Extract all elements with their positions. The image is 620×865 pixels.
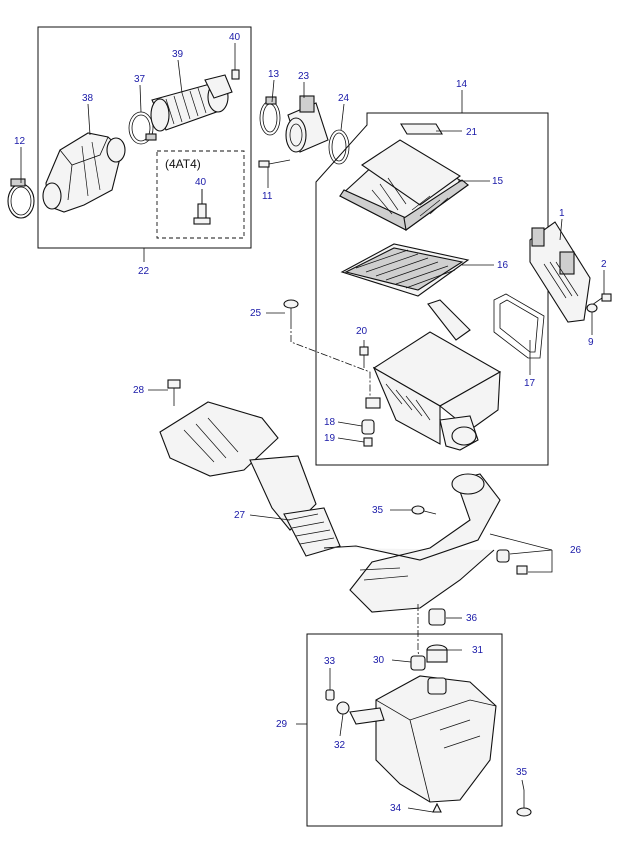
part-25-bolt	[283, 299, 299, 322]
part-27-intake-hose	[159, 401, 501, 613]
part-19-bolt	[363, 437, 373, 447]
part-26-grommet	[496, 549, 510, 563]
callout-14: 14	[456, 79, 468, 90]
part-1-ecu	[529, 221, 591, 323]
part-28-bolt	[167, 379, 181, 406]
callout-19: 19	[324, 433, 336, 444]
callout-2: 2	[601, 259, 607, 270]
part-11-screw	[258, 159, 291, 168]
part-13-clamp	[259, 96, 281, 136]
callout-37: 37	[134, 74, 146, 85]
callout-23: 23	[298, 71, 310, 82]
part-40-bolt	[231, 63, 240, 80]
callout-26: 26	[570, 545, 582, 556]
part-35-bolt-upper	[411, 505, 437, 515]
callout-32: 32	[334, 740, 346, 751]
part-2-bolt	[591, 293, 612, 306]
callout-11: 11	[262, 191, 273, 202]
callout-35-lower: 35	[516, 767, 528, 778]
callout-24: 24	[338, 93, 350, 104]
part-21-label-sticker	[400, 123, 443, 135]
part-9-washer	[586, 303, 598, 313]
leader-36	[417, 604, 421, 671]
callout-1: 1	[559, 208, 565, 219]
callout-40-variant: 40	[195, 177, 207, 188]
callout-31: 31	[472, 645, 484, 656]
part-24-clamp	[328, 129, 350, 165]
callout-18: 18	[324, 417, 336, 428]
part-20-bolt	[359, 346, 369, 368]
callout-16: 16	[497, 260, 509, 271]
callout-15: 15	[492, 176, 504, 187]
part-38-intake-duct	[42, 132, 126, 213]
callout-29: 29	[276, 719, 288, 730]
part-35-bolt-lower	[516, 790, 532, 817]
part-12-clamp	[7, 178, 35, 219]
variant-label: (4AT4)	[165, 157, 201, 171]
callout-22: 22	[138, 266, 150, 277]
part-34-screw	[432, 802, 442, 813]
part-31-cap	[426, 644, 448, 663]
part-32-nut	[336, 701, 350, 715]
callout-13: 13	[268, 69, 280, 80]
part-15-cleaner-cover	[339, 139, 469, 231]
callout-35-upper: 35	[372, 505, 384, 516]
part-air-cleaner-body	[365, 299, 502, 451]
callout-27: 27	[234, 510, 246, 521]
callout-21: 21	[466, 127, 478, 138]
callout-38: 38	[82, 93, 94, 104]
callout-39: 39	[172, 49, 184, 60]
variant-box-4at4	[156, 150, 245, 239]
callout-30: 30	[373, 655, 385, 666]
callout-20: 20	[356, 326, 368, 337]
part-36-grommet	[428, 608, 446, 626]
callout-34: 34	[390, 803, 402, 814]
callout-9: 9	[588, 337, 594, 348]
callout-28: 28	[133, 385, 145, 396]
part-23-airflow-sensor	[285, 95, 329, 153]
part-17-gasket	[493, 293, 545, 359]
part-16-filter-element	[340, 243, 470, 297]
callout-33: 33	[324, 656, 336, 667]
callout-labels: 12 38 37 39 40 40 13 23 11 24 14 21 15 1…	[14, 32, 607, 814]
leader-lines	[20, 43, 605, 813]
callout-40-top: 40	[229, 32, 241, 43]
part-33-plug	[325, 689, 335, 701]
part-26-bolt	[516, 565, 528, 575]
part-39-bellows-hose	[150, 74, 233, 132]
part-30-grommet	[410, 655, 426, 671]
callout-12: 12	[14, 136, 26, 147]
group-box-29	[306, 633, 503, 827]
group-box-14	[315, 112, 549, 466]
callout-17: 17	[524, 378, 536, 389]
callout-36: 36	[466, 613, 478, 624]
part-18-grommet	[361, 419, 375, 435]
callout-25: 25	[250, 308, 262, 319]
group-box-22	[37, 26, 252, 249]
part-29-reservoir	[349, 675, 497, 803]
leader-25	[290, 322, 371, 398]
